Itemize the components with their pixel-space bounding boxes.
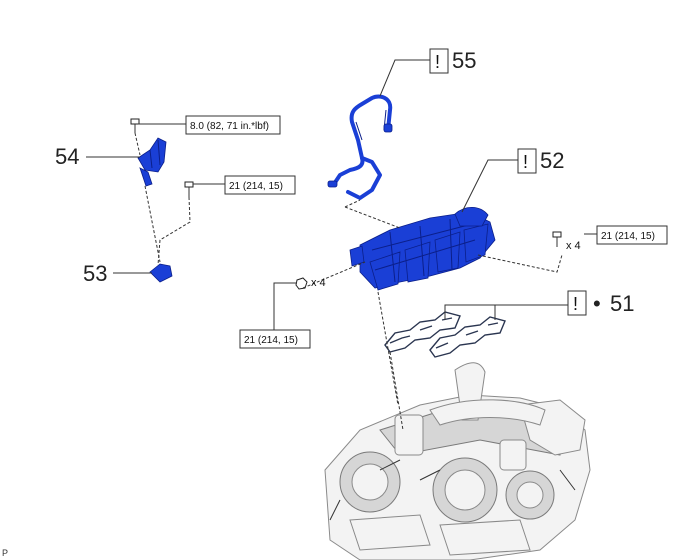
part-number-51: 51 [610,291,634,316]
torque-callout-bracket: 8.0 (82, 71 in.*lbf) [138,115,281,135]
warning-icon-51: ! [573,294,578,314]
torque-bracket-bolt: 8.0 (82, 71 in.*lbf) [190,121,269,132]
qty-left-nuts: x 4 [311,277,326,289]
part-prefix-51: • [593,291,601,316]
vacuum-hose [327,94,393,200]
intake-manifold [349,206,496,291]
warning-icon-52: ! [523,152,528,172]
callout-52: ! 52 [461,148,564,213]
torque-manifold-bolt-right: 21 (214, 15) [601,231,655,242]
part-number-55: 55 [452,48,476,73]
callout-53: 53 [83,261,152,286]
warning-icon-55: ! [435,52,440,72]
fasteners [130,118,562,290]
intake-manifold-gaskets [384,311,506,358]
bracket-bolt [130,118,140,133]
callout-54: 54 [55,144,140,169]
bracket [137,137,167,187]
manifold-bolt-right [552,231,562,247]
sensor [149,263,173,283]
callout-51: ! • 51 [444,290,634,320]
part-number-52: 52 [540,148,564,173]
torque-callout-manifold-right: 21 (214, 15) x 4 [566,225,668,252]
torque-sensor-bolt: 21 (214, 15) [229,181,283,192]
part-number-53: 53 [83,261,107,286]
corner-mark: P [2,548,8,558]
torque-callout-manifold-left: 21 (214, 15) x 4 [239,277,326,349]
torque-callout-sensor: 21 (214, 15) [193,175,296,195]
torque-manifold-nut-left: 21 (214, 15) [244,335,298,346]
manifold-nut-left [295,277,308,290]
engine-assembly [324,362,591,560]
callout-55: ! 55 [379,48,476,97]
part-number-54: 54 [55,144,79,169]
assembly-lines [134,132,563,431]
sensor-bolt [184,181,194,197]
qty-right-bolts: x 4 [566,240,581,252]
